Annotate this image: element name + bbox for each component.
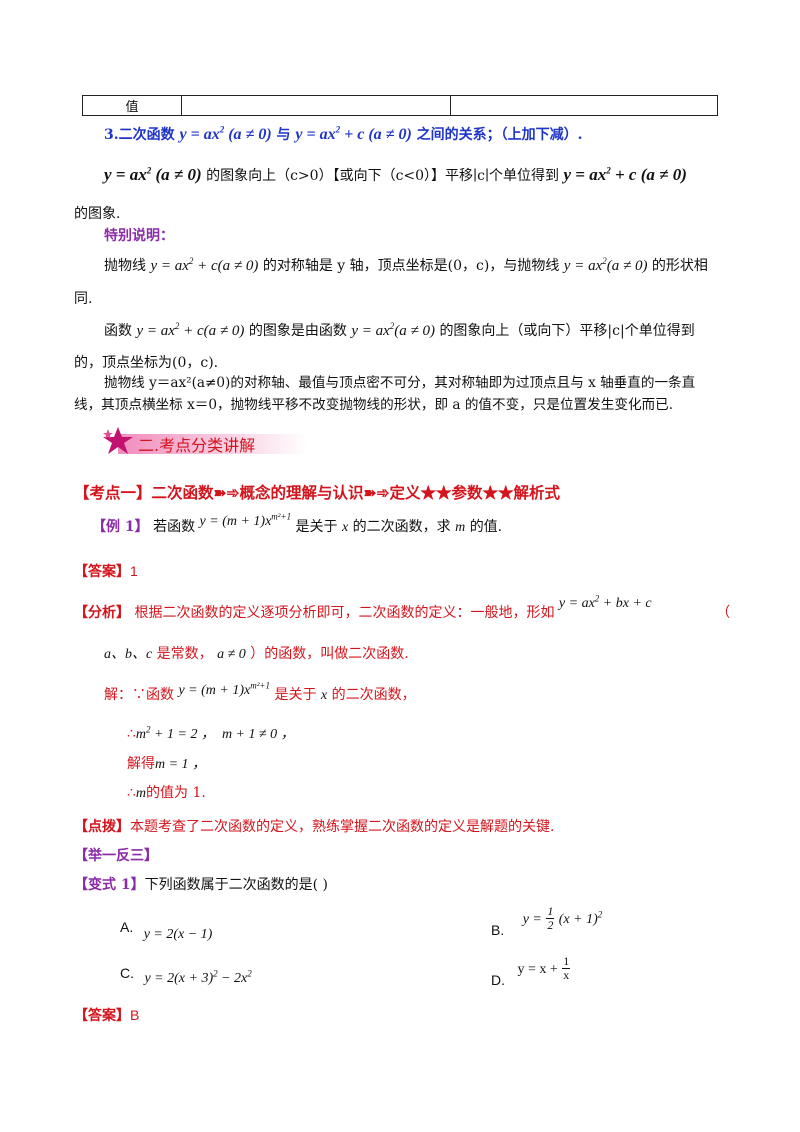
para3-eq1: y = ax2 + c(a ≠ 0): [136, 321, 245, 340]
table-cell: [181, 95, 451, 116]
example1: 【例 1】 若函数 y = (m + 1)xm²+1 是关于 x 的二次函数，求…: [92, 511, 503, 535]
para3-line1: 函数 y = ax2 + c(a ≠ 0) 的图象是由函数 y = ax2(a …: [104, 321, 695, 340]
variant1-question: 【变式 1】下列函数属于二次函数的是( ): [74, 877, 328, 893]
analysis-line1: 【分析】 根据二次函数的定义逐项分析即可，二次函数的定义：一般地，形如 y = …: [74, 593, 731, 621]
small-star-icon: [103, 429, 113, 439]
para2-eq1: y = ax2 + c(a ≠ 0): [150, 256, 259, 275]
para3-line2: 的，顶点坐标为(0，c).: [74, 355, 219, 371]
top-table: 值: [82, 95, 718, 116]
para2-eq2: y = ax2(a ≠ 0): [563, 256, 648, 275]
solution-step1-eq: m2 + 1 = 2 ， m + 1 ≠ 0 ，: [135, 724, 295, 742]
para2-line2: 同.: [74, 291, 93, 307]
answer2: 【答案】B: [74, 1007, 140, 1024]
section-badge-text: 二.考点分类讲解: [138, 436, 256, 455]
solution-step3: ∴m的值为 1.: [127, 785, 206, 801]
analysis-eq: y = ax2 + bx + c: [558, 593, 652, 611]
para2-line1: 抛物线 y = ax2 + c(a ≠ 0) 的对称轴是 y 轴，顶点坐标是(0…: [104, 256, 708, 275]
solution-line1: 解：∵函数 y = (m + 1)xm²+1 是关于 x 的二次函数，: [104, 680, 416, 703]
special-note-label: 特别说明：: [104, 228, 174, 244]
analysis-line2: a、b、c 是常数， a ≠ 0 ）的函数，叫做二次函数.: [104, 646, 409, 662]
option-a[interactable]: A. y = 2(x − 1): [120, 919, 213, 942]
answer1: 【答案】1: [74, 563, 138, 580]
solution-step2: 解得m = 1 ，: [127, 756, 207, 772]
section-badge: 二.考点分类讲解: [100, 425, 310, 459]
para1-line2: 的图象.: [74, 206, 121, 222]
badge-background: [103, 427, 308, 454]
tip: 【点拨】本题考查了二次函数的定义，熟练掌握二次函数的定义是解题的关键.: [74, 819, 555, 835]
option-c[interactable]: C. y = 2(x + 3)2 − 2x2: [120, 965, 252, 986]
solution-step1: ∴m2 + 1 = 2 ， m + 1 ≠ 0 ，: [127, 724, 295, 742]
para3-eq2: y = ax2(a ≠ 0): [351, 321, 435, 340]
option-b-tail: (x + 1)2: [558, 908, 603, 927]
section3-eq2: y = ax2 + c (a ≠ 0): [295, 124, 412, 143]
para4: 抛物线 y＝ax²(a≠0)的对称轴、最值与顶点密不可分，其对称轴即为过顶点且与…: [74, 375, 696, 413]
table-cell-value: 值: [82, 95, 182, 116]
solution-eq: y = (m + 1)xm²+1: [178, 680, 270, 698]
para1-eq-end: y = ax2 + c (a ≠ 0): [563, 165, 687, 184]
example1-eq: y = (m + 1)xm²+1: [199, 511, 292, 529]
topic1-title: 【考点一】二次函数➽➾概念的理解与认识➽➾定义★★参数★★解析式: [74, 483, 560, 502]
para1-line1: y = ax2 (a ≠ 0) 的图象向上（c>0）【或向下（c<0）】平移∣c…: [104, 165, 687, 184]
para1-eq-start: y = ax2 (a ≠ 0): [104, 165, 202, 184]
star-icon: [103, 427, 133, 454]
option-c-eq: y = 2(x + 3)2 − 2x2: [144, 968, 252, 986]
table-cell: [450, 95, 718, 116]
section3-eq1: y = ax2 (a ≠ 0): [179, 124, 272, 143]
practice-label: 【举一反三】: [74, 848, 158, 864]
section3-heading: 3.二次函数 y = ax2 (a ≠ 0) 与 y = ax2 + c (a …: [104, 124, 583, 143]
